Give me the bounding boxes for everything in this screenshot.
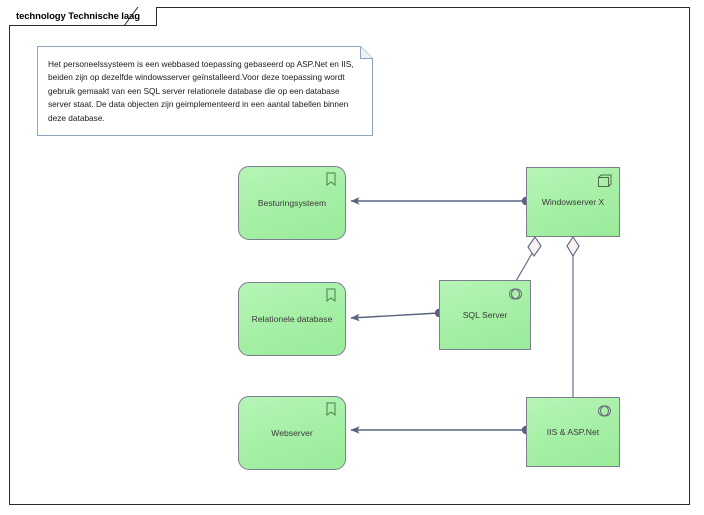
note-shape-icon (37, 46, 373, 136)
description-note: Het personeelssysteem is een webbased to… (37, 46, 373, 136)
element-besturingsysteem[interactable]: Besturingsysteem (238, 166, 346, 240)
element-windowserver-x[interactable]: Windowserver X (526, 167, 620, 237)
element-label: IIS & ASP.Net (546, 426, 600, 437)
element-label: Relationele database (251, 313, 333, 324)
element-label: SQL Server (462, 309, 508, 320)
diagram-title: technology Technische laag (16, 10, 140, 22)
element-label: Webserver (271, 427, 313, 438)
diagram-frame-tab: technology Technische laag (9, 7, 157, 26)
technology-service-icon (326, 172, 336, 186)
element-relationele-database[interactable]: Relationele database (238, 282, 346, 356)
element-label: Besturingsysteem (257, 197, 327, 208)
element-webserver[interactable]: Webserver (238, 396, 346, 470)
technology-service-icon (326, 288, 336, 302)
element-sql-server[interactable]: SQL Server (439, 280, 531, 350)
element-label: Windowserver X (541, 196, 605, 207)
element-iis-aspnet[interactable]: IIS & ASP.Net (526, 397, 620, 467)
technology-service-icon (326, 402, 336, 416)
node-icon (598, 174, 612, 187)
system-software-icon (598, 405, 611, 417)
note-text: Het personeelssysteem is een webbased to… (48, 59, 356, 123)
system-software-icon (509, 288, 522, 300)
